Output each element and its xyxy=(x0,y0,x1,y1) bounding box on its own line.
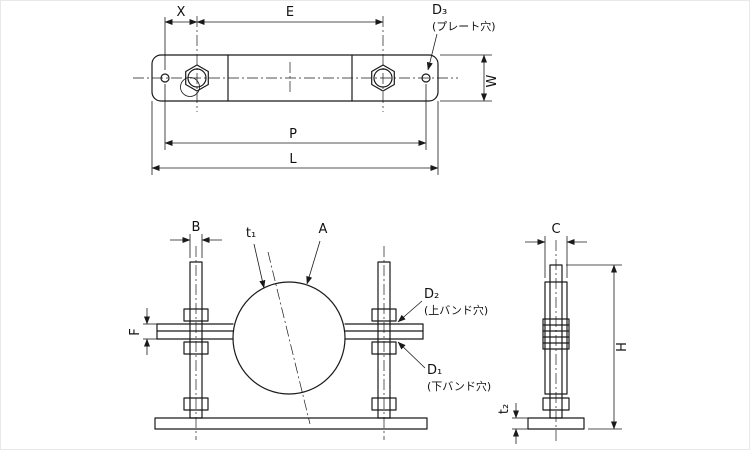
label-h: H xyxy=(615,342,630,352)
d2-leader xyxy=(397,300,423,323)
nut-lower-left xyxy=(183,341,209,355)
side-band-strip xyxy=(544,281,568,395)
label-b: B xyxy=(192,220,201,235)
dim-c xyxy=(525,236,587,278)
side-nut-stack xyxy=(542,318,570,350)
hex-bolt-right xyxy=(371,64,395,92)
label-l: L xyxy=(289,152,297,167)
label-d2-note: (上バンド穴) xyxy=(424,303,488,317)
label-d2: D₂ xyxy=(424,287,439,302)
nut-upper-left xyxy=(183,308,209,322)
a-leader xyxy=(306,240,321,285)
label-x: X xyxy=(177,5,186,20)
d3-leader xyxy=(426,33,438,71)
dim-x xyxy=(164,17,198,70)
label-d3-note: (プレート穴) xyxy=(432,19,496,33)
side-bottom-nut xyxy=(542,397,570,411)
side-view: C H t₂ xyxy=(497,222,630,444)
band-circle xyxy=(232,281,346,395)
label-a: A xyxy=(319,222,328,237)
nut-bottom-left xyxy=(183,397,209,411)
dim-f xyxy=(143,308,157,355)
label-t2: t₂ xyxy=(497,404,512,414)
diagonal-centerline xyxy=(267,251,311,425)
nut-upper-right xyxy=(371,308,397,322)
band-flange-left xyxy=(156,323,234,340)
nut-bottom-right xyxy=(371,397,397,411)
dim-w xyxy=(440,54,492,102)
dim-p xyxy=(164,84,427,150)
label-f: F xyxy=(128,328,143,335)
label-p: P xyxy=(289,127,297,142)
plate-outline xyxy=(151,54,439,102)
dim-h xyxy=(566,264,622,430)
label-c: C xyxy=(551,222,560,237)
d1-leader xyxy=(397,341,426,369)
label-d3: D₃ xyxy=(432,3,447,18)
plate-hole-right xyxy=(421,73,431,83)
dim-t2 xyxy=(512,403,528,444)
label-w: W xyxy=(485,74,500,87)
nut-lower-right xyxy=(371,341,397,355)
front-view: B t₁ A D₂ (上バンド穴) D₁ (下バンド穴) F xyxy=(128,220,491,440)
dim-b xyxy=(170,234,222,258)
hex-bolt-left xyxy=(180,64,209,97)
plate-hole-left xyxy=(160,73,170,83)
dim-l xyxy=(151,101,439,175)
band-flange-right xyxy=(344,323,424,340)
t1-leader xyxy=(253,243,266,289)
label-t1: t₁ xyxy=(246,226,256,241)
label-d1-note: (下バンド穴) xyxy=(427,379,491,393)
side-base-plate xyxy=(527,417,585,430)
label-e: E xyxy=(286,5,294,20)
label-d1: D₁ xyxy=(427,363,442,378)
base-plate xyxy=(154,417,428,430)
top-view: X E D₃ (プレート穴) W P L xyxy=(133,3,500,175)
